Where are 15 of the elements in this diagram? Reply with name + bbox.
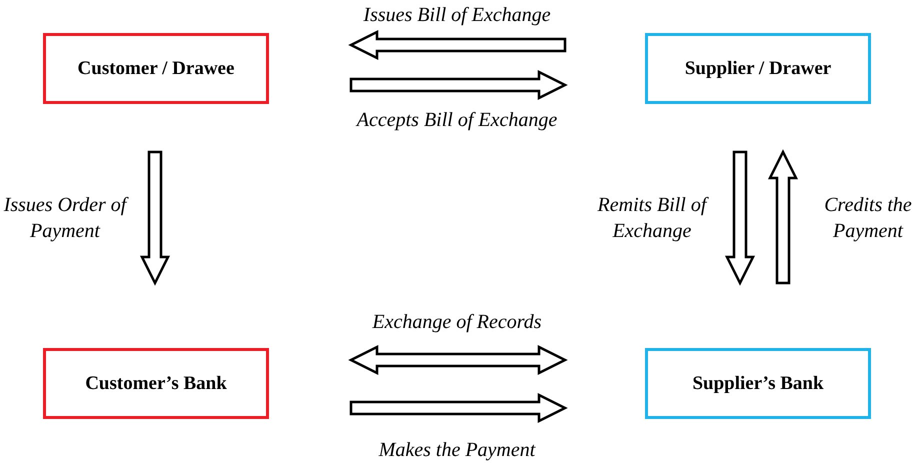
box-label: Customer / Drawee [78,58,234,80]
box-label: Supplier’s Bank [692,372,824,394]
block-arrow [350,392,568,424]
process-box [43,348,269,419]
block-arrow [350,70,568,100]
box-label: Supplier / Drawer [684,58,832,80]
process-box [645,348,871,419]
block-arrow [724,150,756,286]
block-arrow [348,344,568,376]
process-box [645,33,871,104]
block-arrow [140,150,170,286]
block-arrow [348,30,566,60]
box-label: Customer’s Bank [85,372,227,394]
block-arrow [768,149,798,284]
process-box [43,33,269,104]
